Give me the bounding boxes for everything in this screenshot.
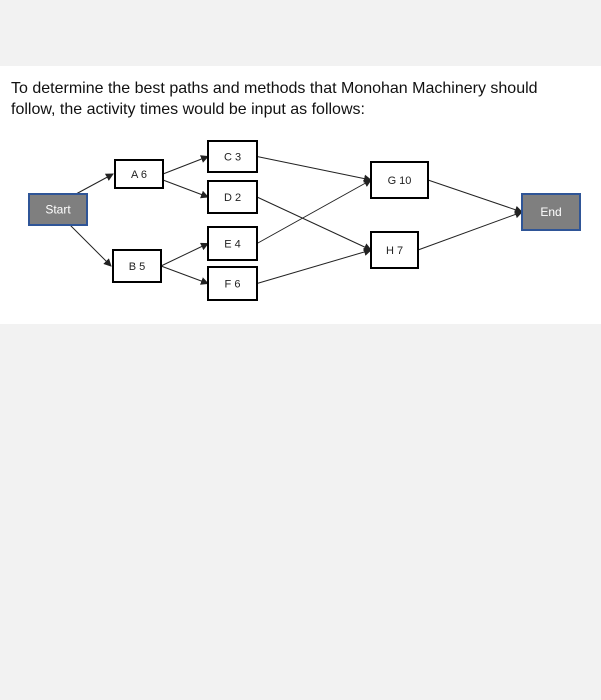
node-b-box (112, 249, 162, 283)
node-a: A 6 (114, 159, 164, 189)
edge-b-to-f (160, 265, 209, 285)
node-a-label: A 6 (131, 169, 147, 181)
node-d: D 2 (207, 180, 258, 214)
node-c-label: C 3 (224, 152, 241, 164)
edge-g-to-end (427, 179, 523, 214)
node-end-label: End (540, 205, 561, 219)
intro-text: To determine the best paths and methods … (11, 80, 538, 118)
edge-f-to-h (256, 248, 372, 284)
node-g-box (370, 161, 429, 199)
edge-start-to-b (69, 224, 112, 267)
edge-start-to-a (75, 173, 114, 195)
node-e-label: E 4 (224, 239, 241, 251)
edge-e-to-g (256, 179, 372, 244)
edge-c-to-g (256, 156, 372, 183)
node-b: B 5 (112, 249, 162, 283)
edge-d-to-h (256, 196, 372, 251)
node-a-box (114, 159, 164, 189)
edge-a-to-c (162, 155, 209, 175)
edge-layer (69, 155, 523, 285)
node-b-label: B 5 (129, 261, 146, 273)
node-end: End (521, 193, 581, 231)
node-d-label: D 2 (224, 192, 241, 204)
node-f-label: F 6 (225, 279, 241, 291)
node-start-label: Start (45, 203, 71, 217)
edge-b-to-e (160, 242, 209, 267)
node-g: G 10 (370, 161, 429, 199)
node-h-box (370, 231, 419, 269)
activity-network-diagram: Start A 6 B 5 C 3 D 2 E 4 F 6 G 10 H 7 End (28, 140, 581, 301)
node-c: C 3 (207, 140, 258, 173)
node-c-box (207, 140, 258, 173)
node-f-box (207, 266, 258, 301)
node-end-box (521, 193, 581, 231)
question-card: To determine the best paths and methods … (0, 66, 601, 324)
node-h: H 7 (370, 231, 419, 269)
node-start-box (28, 193, 88, 226)
node-layer: Start A 6 B 5 C 3 D 2 E 4 F 6 G 10 H 7 End (28, 140, 581, 301)
node-start: Start (28, 193, 88, 226)
edge-h-to-end (417, 210, 523, 251)
node-e: E 4 (207, 226, 258, 261)
node-g-label: G 10 (388, 175, 412, 187)
node-d-box (207, 180, 258, 214)
node-f: F 6 (207, 266, 258, 301)
node-h-label: H 7 (386, 245, 403, 257)
node-e-box (207, 226, 258, 261)
edge-a-to-d (162, 179, 209, 199)
